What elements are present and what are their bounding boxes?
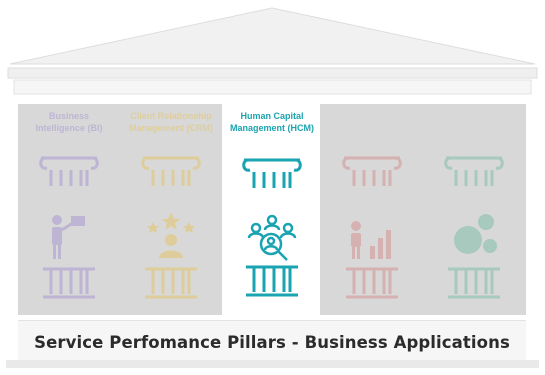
pillar-capital-icon	[242, 158, 302, 188]
presenter-icon	[52, 215, 85, 259]
pillar-base-icon	[448, 267, 500, 299]
pillar-capital-icon	[444, 156, 504, 186]
pillar-hcm-title-line2: Management (HCM)	[229, 123, 314, 133]
pillar-hcm-title-line1: Human Capital	[240, 111, 304, 121]
floor-step	[6, 360, 539, 368]
background-panel-right	[320, 104, 526, 315]
pillar-crm-title-line1: Client Relationship	[130, 111, 212, 121]
pillar-base-icon	[145, 267, 197, 299]
foundation-base: Service Perfomance Pillars - Business Ap…	[18, 320, 526, 363]
base-label: Service Perfomance Pillars - Business Ap…	[34, 332, 510, 352]
pillar-crm-title: Client Relationship Management (CRM)	[121, 110, 221, 134]
pillar-capital-icon	[342, 156, 402, 186]
pillar-crm: Client Relationship Management (CRM)	[121, 104, 221, 309]
roof-pediment	[7, 7, 538, 95]
pillar-capital-icon	[39, 156, 99, 186]
pillar-base-icon	[43, 267, 95, 299]
pillar-capital-icon	[141, 156, 201, 186]
pillar-5	[424, 104, 524, 309]
pillar-base-icon	[246, 265, 298, 297]
customer-rating-icon	[147, 212, 195, 258]
pillar-crm-title-line2: Management (CRM)	[128, 123, 213, 133]
pillar-hcm-title: Human Capital Management (HCM)	[222, 110, 322, 134]
background-panel-left	[18, 104, 222, 315]
growth-chart-icon	[351, 221, 391, 259]
pillar-bi-title-line1: Business	[48, 111, 90, 121]
pillar-hcm: Human Capital Management (HCM)	[222, 104, 322, 309]
pillar-base-icon	[346, 267, 398, 299]
talent-search-icon	[247, 214, 297, 261]
pillar-bi: Business Intelligence (BI)	[19, 104, 119, 309]
finance-gears-icon	[454, 214, 497, 254]
pillar-bi-title-line2: Intelligence (BI)	[35, 123, 103, 133]
pillar-4	[322, 104, 422, 309]
pillar-bi-title: Business Intelligence (BI)	[19, 110, 119, 134]
